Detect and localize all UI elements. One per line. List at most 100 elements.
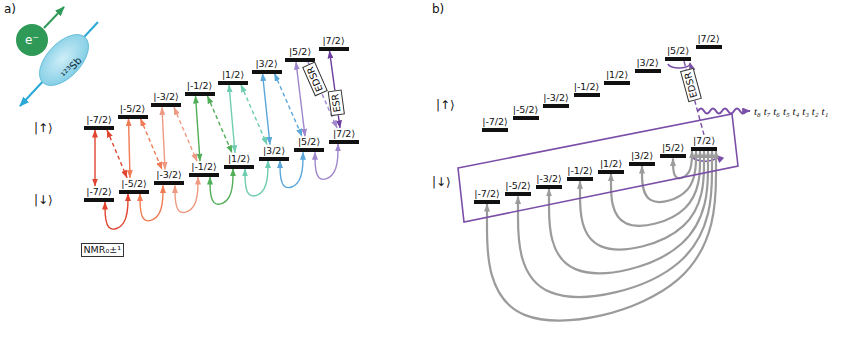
time-sequence-holder: t₈ t₇ t₆ t₅ t₄ t₃ t₂ t₁	[754, 104, 828, 118]
level-bar	[218, 81, 248, 85]
level-bar	[574, 93, 600, 97]
level-label: |7/2⟩	[322, 35, 344, 47]
spin-state-label-holder: |↑⟩	[34, 121, 53, 136]
transition-arrow	[162, 107, 165, 169]
energy-level: |1/2⟩	[604, 69, 630, 85]
transition-tag: EDSR	[302, 61, 328, 96]
energy-level: |7/2⟩	[696, 33, 722, 49]
level-label: |3/2⟩	[255, 58, 277, 70]
curved-transition-arrow	[549, 151, 708, 273]
level-bar	[224, 165, 254, 169]
energy-level: |7/2⟩	[329, 128, 359, 144]
level-label: |-7/2⟩	[482, 116, 508, 128]
transition-arrow	[263, 74, 271, 145]
level-bar	[151, 103, 181, 107]
level-bar	[660, 154, 686, 158]
level-bar	[189, 173, 219, 177]
level-bar	[84, 126, 114, 130]
transition-arrow	[196, 96, 201, 161]
level-label: |3/2⟩	[631, 150, 653, 162]
level-bar	[696, 45, 722, 49]
level-label: |-3/2⟩	[543, 92, 569, 104]
transition-arrow	[275, 74, 303, 137]
level-bar	[691, 147, 717, 151]
energy-level: |7/2⟩	[691, 135, 717, 151]
level-label: |-7/2⟩	[86, 186, 112, 198]
nuclear-spin-axis	[20, 22, 98, 106]
level-bar	[665, 57, 691, 61]
level-bar	[567, 177, 593, 181]
level-bar	[84, 198, 114, 202]
particle-symbol: e⁻	[25, 33, 39, 48]
level-label: |-1/2⟩	[574, 81, 600, 93]
time-sequence: t₈ t₇ t₆ t₅ t₄ t₃ t₂ t₁	[754, 104, 828, 118]
spin-flip-arrow	[668, 63, 690, 68]
transition-arrow	[141, 119, 163, 170]
energy-level: |3/2⟩	[259, 145, 289, 161]
level-label: |3/2⟩	[263, 145, 285, 157]
level-bar	[513, 116, 539, 120]
panel-letter-holder: a)	[4, 2, 16, 17]
microwave-pulse	[698, 109, 750, 114]
energy-level: |5/2⟩	[285, 46, 315, 62]
level-bar	[536, 185, 562, 189]
level-label: |5/2⟩	[667, 45, 689, 57]
level-bar	[259, 157, 289, 161]
level-label: |1/2⟩	[606, 69, 628, 81]
energy-level: |-1/2⟩	[189, 161, 219, 177]
level-label: |5/2⟩	[289, 46, 311, 58]
energy-level: |-5/2⟩	[504, 180, 532, 196]
group-heading-holder: |↓⟩	[432, 171, 451, 190]
level-label: |-1/2⟩	[567, 165, 593, 177]
level-label: |5/2⟩	[298, 136, 320, 148]
transition-arrow	[229, 85, 235, 153]
transition-arrow	[129, 119, 131, 178]
transition-name: NMR₀±¹	[84, 244, 121, 256]
panel-letter: a)	[4, 2, 16, 17]
level-bar	[604, 81, 630, 85]
panel-letter: b)	[432, 2, 444, 17]
level-label: |-1/2⟩	[191, 161, 217, 173]
level-bar	[329, 140, 359, 144]
level-label: |7/2⟩	[693, 135, 715, 147]
level-label: |1/2⟩	[600, 158, 622, 170]
energy-level: |-3/2⟩	[151, 91, 181, 107]
transition-name: EDSR	[304, 64, 325, 93]
level-label: |-3/2⟩	[156, 169, 182, 181]
level-bar	[482, 128, 508, 132]
level-bar	[252, 70, 282, 74]
energy-level: |-7/2⟩	[84, 114, 114, 130]
level-label: |-7/2⟩	[86, 114, 112, 126]
panel-letter-holder: b)	[432, 2, 444, 17]
energy-level: |-5/2⟩	[118, 103, 148, 119]
energy-level: |-7/2⟩	[84, 186, 114, 202]
level-label: |-5/2⟩	[505, 180, 531, 192]
energy-level: |-5/2⟩	[512, 104, 540, 120]
level-label: |7/2⟩	[697, 33, 719, 45]
electron	[16, 24, 48, 56]
curved-transition-arrow	[580, 151, 704, 250]
energy-level: |3/2⟩	[635, 57, 661, 73]
level-label: |5/2⟩	[662, 142, 684, 154]
transition-tag: NMR₀±¹	[81, 243, 124, 257]
transition-arrow	[208, 96, 233, 153]
energy-level: |3/2⟩	[629, 150, 655, 166]
level-label: |3/2⟩	[636, 57, 658, 69]
energy-level: |-5/2⟩	[119, 178, 149, 194]
transition-arrow	[107, 130, 127, 178]
level-bar	[285, 58, 315, 62]
level-label: |-5/2⟩	[513, 104, 539, 116]
level-label: |-3/2⟩	[153, 91, 179, 103]
transition-name: ESR	[329, 93, 343, 113]
energy-level: |-1/2⟩	[566, 165, 594, 181]
energy-level: |3/2⟩	[252, 58, 282, 74]
spin-state-label-holder: |↓⟩	[34, 193, 53, 208]
level-bar	[505, 192, 531, 196]
curved-transition-arrow	[487, 151, 716, 321]
level-label: |-5/2⟩	[120, 103, 146, 115]
electron-spin-arrow	[44, 7, 64, 28]
transition-name: EDSR	[681, 71, 699, 99]
curved-transition-arrow	[611, 151, 700, 226]
